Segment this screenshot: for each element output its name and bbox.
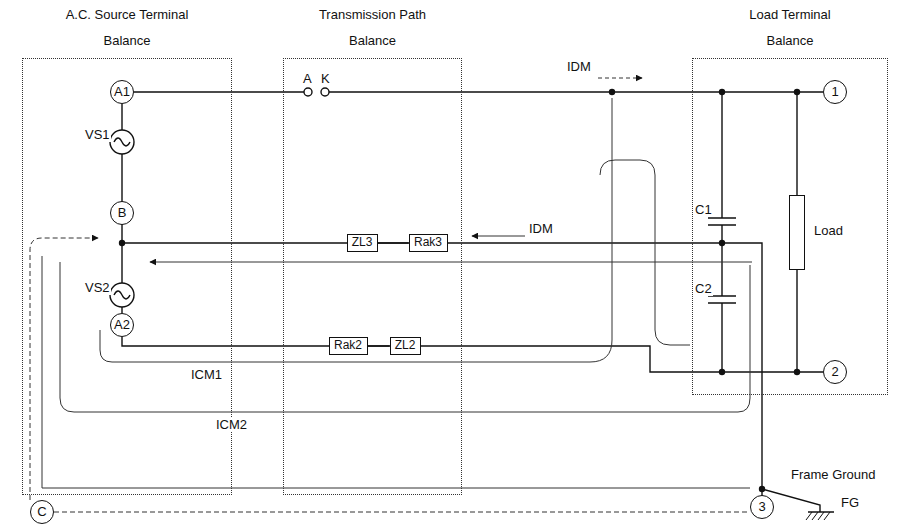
terminal-name: 2 [831,365,838,379]
series-wire [368,345,390,346]
region-heading: Load Terminal Balance [740,2,840,54]
region-heading: A.C. Source Terminal Balance [57,2,197,54]
impedance-box: Rak3 [409,234,448,252]
terminal-circle: A2 [110,313,134,337]
capacitor-name: C1 [694,203,713,217]
terminal-name: K [320,72,331,86]
load-label: Load [814,224,843,238]
terminal-name: 1 [831,85,838,99]
idm-return-arrow [472,236,525,237]
idm-arrow [598,78,642,79]
current-label: ICM2 [215,418,248,432]
terminal-name: A [302,72,313,86]
icm1-inner-loop [600,160,690,345]
terminal-name: A1 [114,85,130,99]
terminal-circle: 1 [823,80,847,104]
region-heading-holder: Transmission Path Balance [283,2,462,54]
capacitor-name: C2 [694,282,713,296]
ground-hatch [806,512,830,520]
impedance-box: ZL2 [390,337,421,355]
terminal-name: B [118,206,127,220]
terminal-circle: C [30,500,54,524]
icm2-loop [60,262,750,412]
region-heading: Transmission Path Balance [308,2,438,54]
capacitor-wire [721,92,722,372]
return-wire [122,243,762,496]
source-name: VS2 [84,281,111,295]
balance-region: A.C. Source Terminal BalanceA1BA2 [22,58,232,495]
impedance-box: Rak2 [329,337,368,355]
dashed-frame [22,58,232,495]
current-label: IDM [528,222,554,236]
terminal-a [304,88,312,96]
c-bottom-path [54,512,750,513]
terminal-circle: 2 [823,360,847,384]
terminal-name: A2 [114,318,130,332]
region-heading-holder: A.C. Source Terminal Balance [22,2,232,54]
terminal-name: 3 [758,500,765,514]
source-wire [122,104,823,372]
source-name: VS1 [84,128,111,142]
component-name: ZL2 [395,339,416,352]
region-heading-holder: Load Terminal Balance [692,2,888,54]
ground-label: FG [840,496,860,510]
c-return-path [30,238,98,500]
frame-return-loop [42,256,750,488]
impedance-box: ZL3 [347,234,378,252]
load-resistor: Load [789,195,805,270]
dashed-frame [283,58,462,495]
junction-dots [119,89,800,492]
terminal-circle: A1 [110,80,134,104]
series-wire [378,242,409,243]
terminal-circle: 3 [750,495,774,519]
component-name: Rak2 [334,339,362,352]
component-name: Rak3 [414,236,442,249]
terminal-circle: B [110,201,134,225]
terminal-name: C [37,505,46,519]
component-name: ZL3 [352,236,373,249]
current-label: IDM [566,60,592,74]
ground-label: Frame Ground [790,468,877,482]
balance-region: Load Terminal Balance1Load2 [692,58,888,395]
terminal-k [321,88,329,96]
icm1-loop [100,98,612,362]
icm2-arrow [150,262,752,263]
current-label: ICM1 [190,368,223,382]
balance-region: Transmission Path BalanceZL3Rak3Rak2ZL2 [283,58,462,495]
